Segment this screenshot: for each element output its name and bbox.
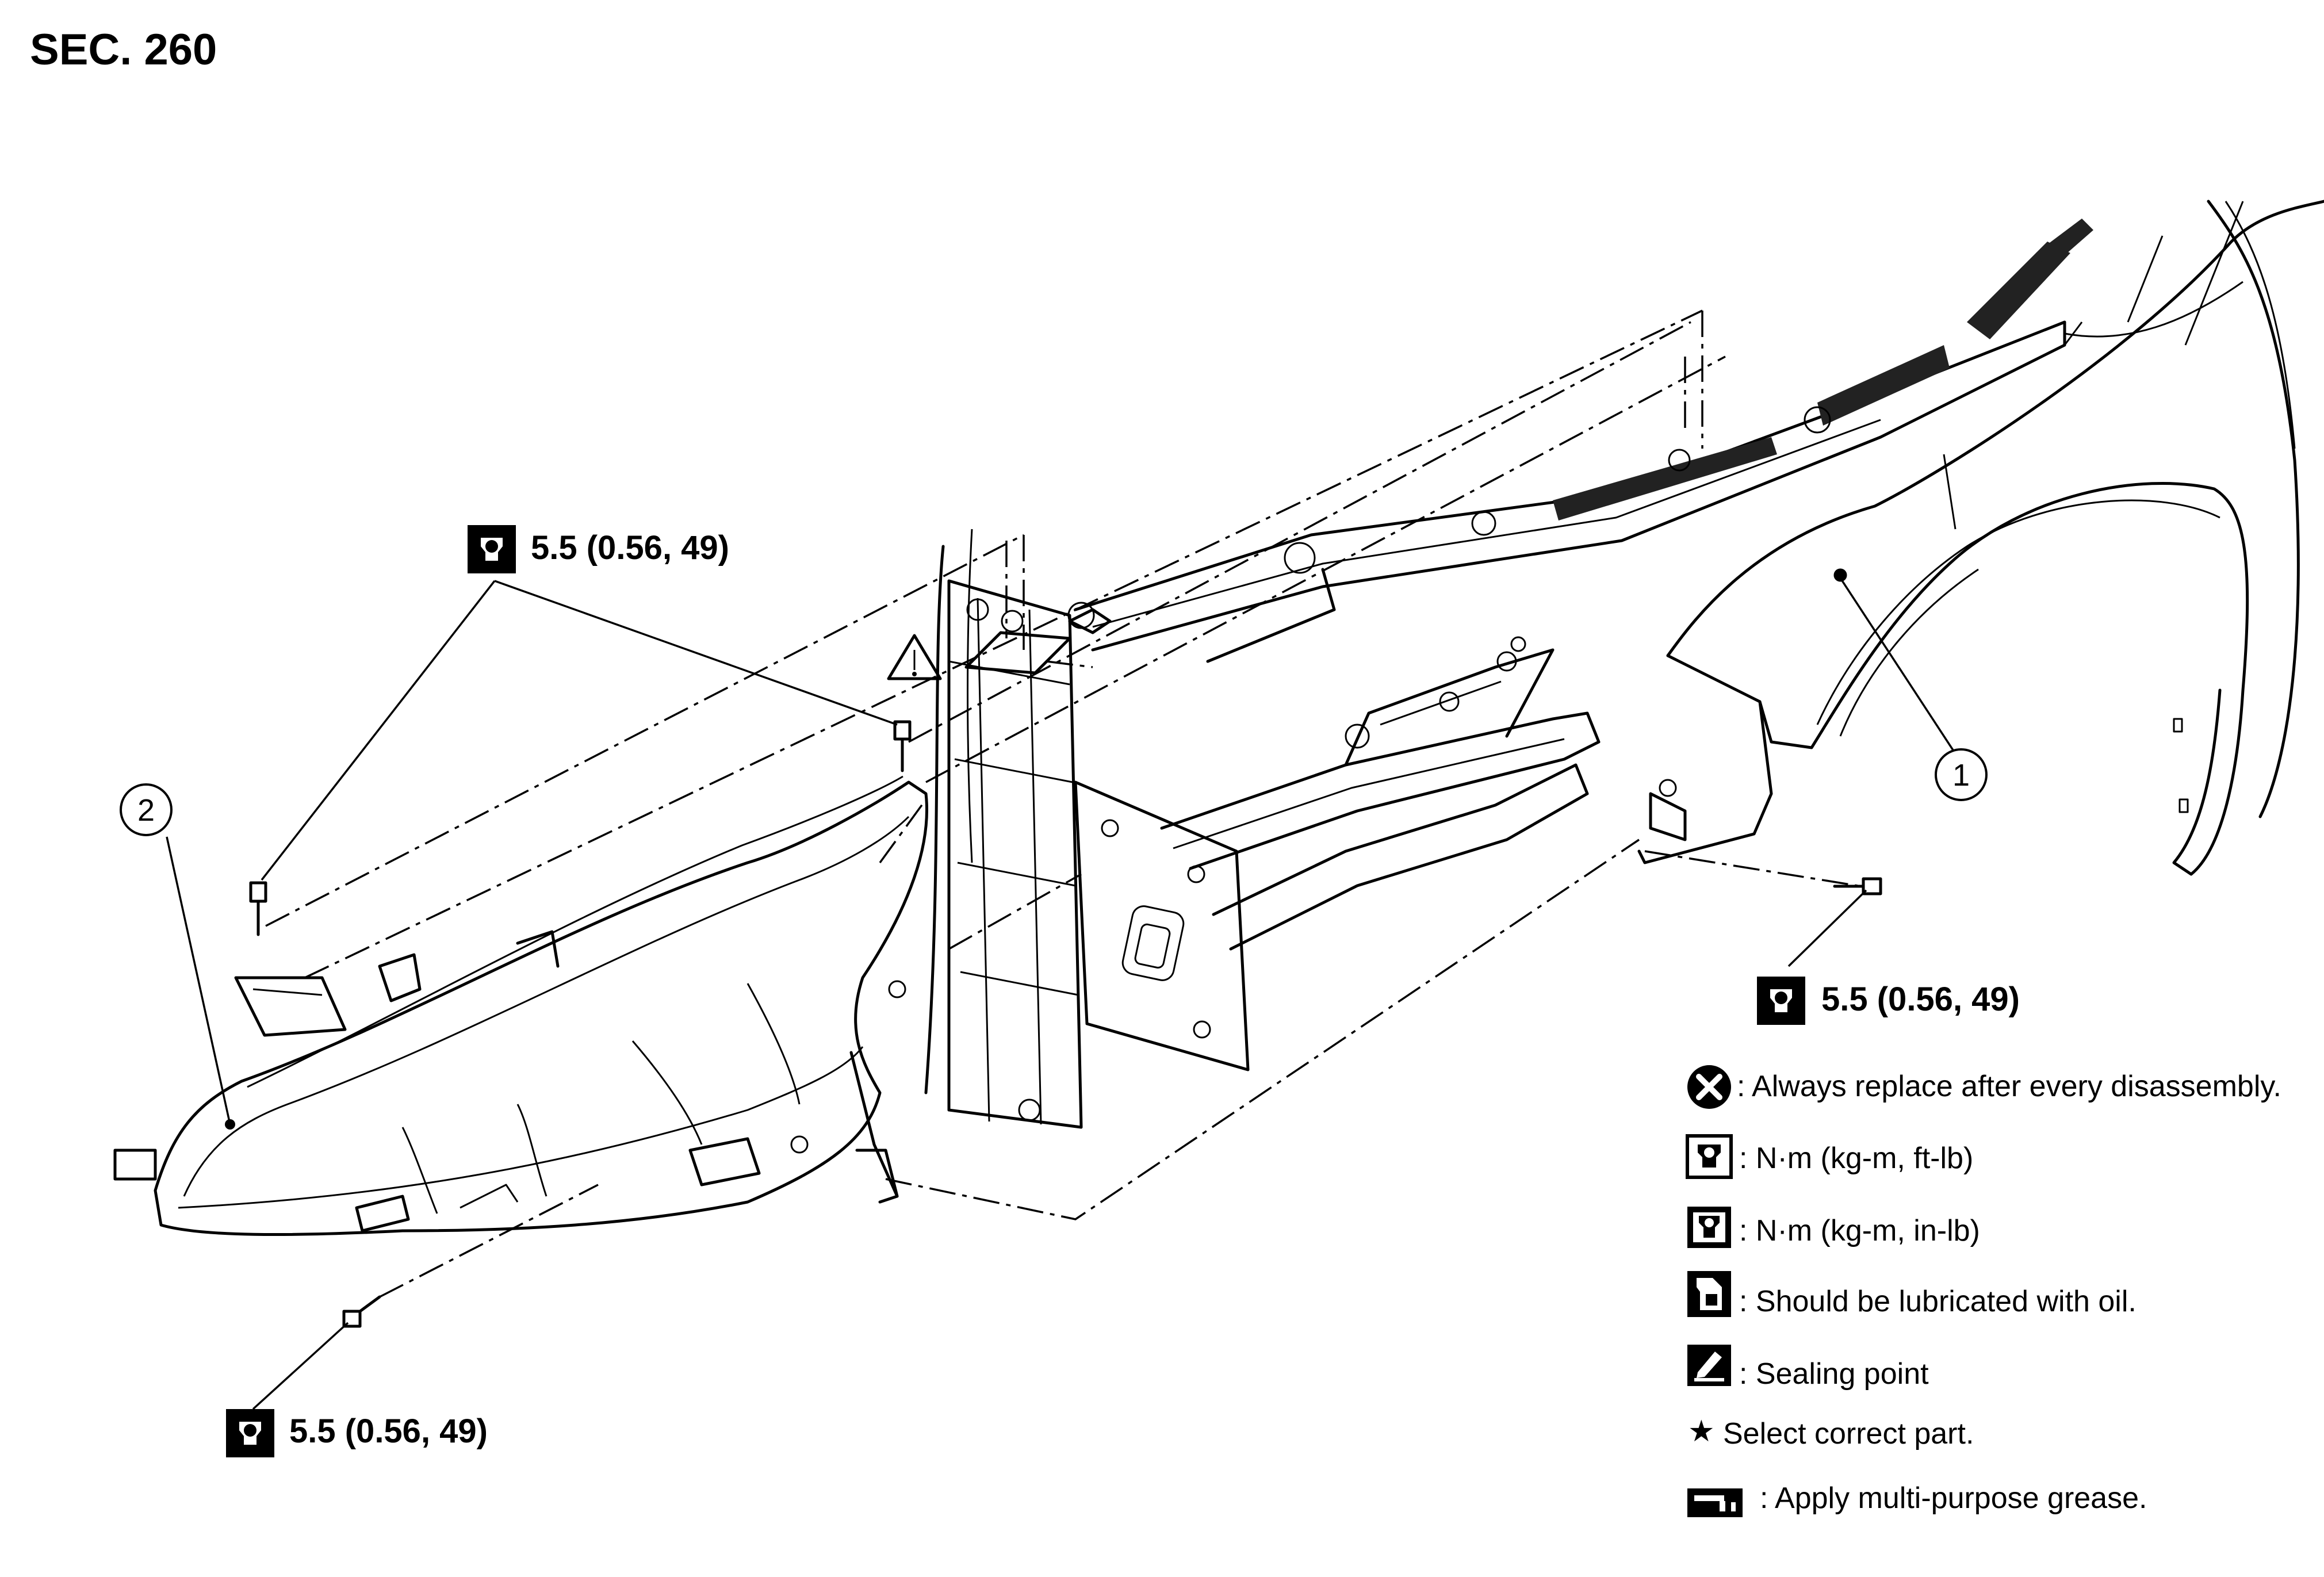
torque-wrench-inlb-icon (1687, 1207, 1731, 1248)
headlamp-assembly (113, 775, 929, 1237)
torque-spec-right: 5.5 (0.56, 49) (1757, 977, 2020, 1025)
star-icon: ★ (1688, 1415, 1715, 1448)
bolt-top-center (893, 720, 912, 772)
torque-wrench-ftlb-icon (1686, 1134, 1733, 1179)
bolt-bottom (342, 1295, 381, 1328)
fender-leader-dot (1835, 570, 1846, 580)
lower-apron-member (1160, 636, 1601, 951)
torque-value-right: 5.5 (0.56, 49) (1821, 981, 2020, 1018)
fender-leader-line (1839, 577, 1959, 759)
hood-ledge-upper-member (1074, 219, 2093, 663)
torque-spec-top: 5.5 (0.56, 49) (468, 525, 729, 573)
legend-text-sealing: : Sealing point (1739, 1357, 1929, 1391)
legend-text-select: Select correct part. (1723, 1417, 1974, 1450)
legend-text-replace: : Always replace after every disassembly… (1737, 1070, 2281, 1103)
front-fender (1637, 200, 2324, 876)
oil-can-icon (1687, 1271, 1731, 1317)
torque-leader-lines (252, 580, 1867, 1410)
torque-spec-bottom: 5.5 (0.56, 49) (226, 1409, 488, 1457)
caution-triangle-icon (887, 634, 942, 680)
callout-fender-number: 1 (1952, 758, 1970, 793)
radiator-core-support (924, 529, 1250, 1129)
legend-text-grease: : Apply multi-purpose grease. (1760, 1482, 2147, 1515)
legend-text-nm-ftlb: : N·m (kg-m, ft-lb) (1739, 1142, 1973, 1175)
legend-text-nm-inlb: : N·m (kg-m, in-lb) (1739, 1214, 1980, 1247)
callout-headlamp-number: 2 (137, 793, 155, 828)
torque-wrench-icon (1757, 977, 1805, 1025)
installation-guide-lines (265, 309, 1858, 1298)
callout-headlamp: 2 (120, 783, 173, 836)
headlamp-leader-dot (225, 1119, 235, 1130)
grease-icon (1687, 1488, 1743, 1517)
symbol-legend: : Always replace after every disassembly… (1686, 1065, 2281, 1517)
headlamp-leader-line (166, 836, 231, 1125)
torque-wrench-icon (468, 525, 516, 573)
torque-value-bottom: 5.5 (0.56, 49) (289, 1413, 488, 1450)
bolt-right (1833, 877, 1882, 895)
bolt-top-left (249, 881, 267, 936)
torque-wrench-icon (226, 1409, 274, 1457)
legend-text-oil: : Should be lubricated with oil. (1739, 1285, 2137, 1318)
sealing-point-icon (1687, 1345, 1731, 1386)
torque-value-top: 5.5 (0.56, 49) (531, 529, 729, 567)
callout-fender: 1 (1935, 748, 1988, 801)
x-circle-icon (1687, 1065, 1731, 1109)
section-label: SEC. 260 (30, 25, 217, 74)
